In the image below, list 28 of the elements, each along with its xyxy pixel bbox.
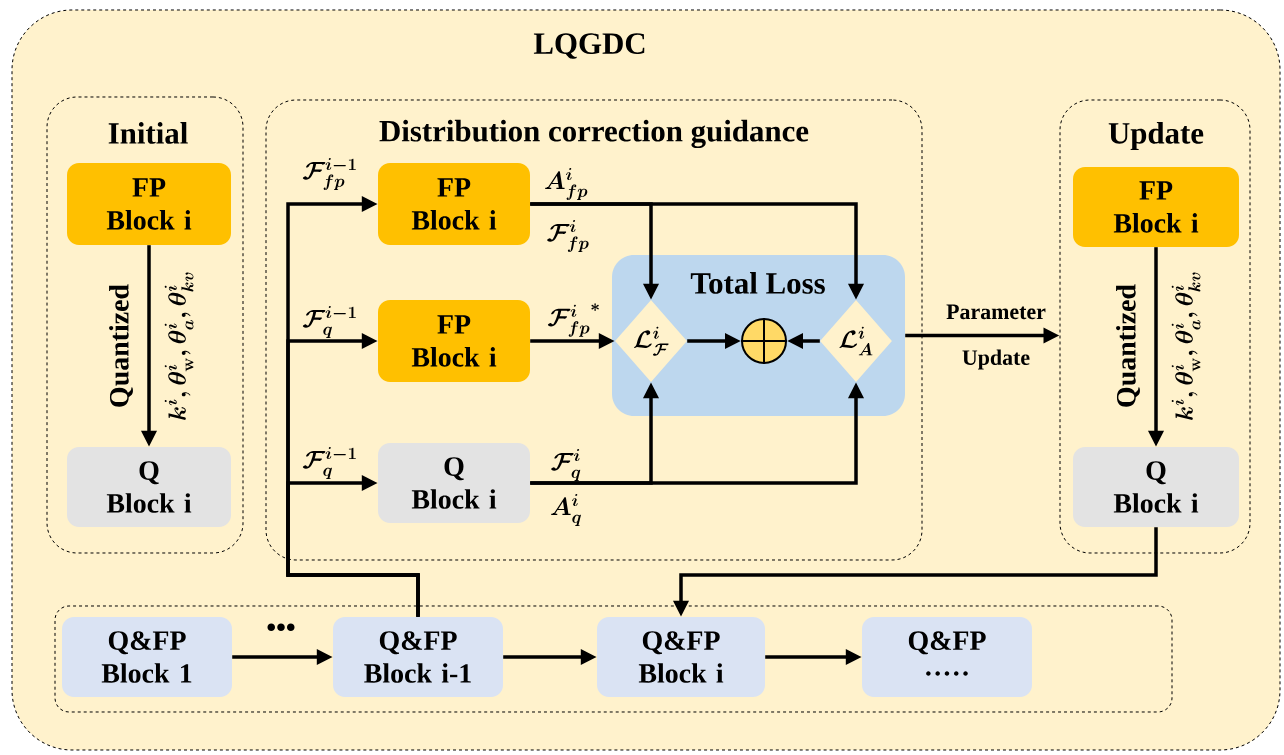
edge-label: Parameter Update [946, 304, 1046, 370]
edge-label: $A^{i}_{fp}$ [545, 168, 588, 201]
edge-label: $\mathcal{F}^{i-1}_{fp}$ [302, 158, 356, 191]
block-box: Q&FP Block i-1 [333, 617, 503, 697]
arrow [286, 474, 420, 617]
block-box: Q&FP ····· [862, 617, 1032, 697]
block-box: Q&FP Block i [597, 617, 765, 697]
edge-label: $\mathcal{F}^{i}_{q}$ [551, 449, 581, 481]
block-box: FP Block i [67, 163, 231, 245]
sum-circle [740, 317, 788, 365]
block-box: FP Block i [378, 163, 530, 245]
block-box: FP Block i [1073, 167, 1239, 247]
parameter-label: $k^{i}, \theta^{i}_{\mathbf{w}}, \theta^{i}_{a}, \theta^{i}_{kv}$ [164, 272, 194, 420]
edge-label: $\mathcal{F}^{i-1}_{q}$ [302, 447, 356, 479]
edge-label: $\mathcal{F}^{i-1}_{q}$ [302, 306, 356, 338]
block-box: Q Block i [67, 447, 231, 527]
band-box [54, 605, 1173, 713]
edge-label: Quantized [1116, 284, 1140, 407]
block-box: FP Block i [378, 300, 530, 382]
edge-label: $A^{i}_{q}$ [551, 494, 581, 526]
edge-label: Quantized [109, 284, 133, 407]
edge-label: ••• [267, 623, 295, 632]
edge-label: ${\mathcal{F}^{i}_{fp}}^{*}$ [547, 303, 599, 337]
block-box: Q Block i [378, 443, 530, 523]
block-box: Q Block i [1073, 447, 1239, 527]
block-box: Q&FP Block 1 [62, 617, 232, 697]
edge-label: $\mathcal{F}^{i}_{fp}$ [547, 220, 589, 253]
parameter-label: $k^{i}, \theta^{i}_{\mathbf{w}}, \theta^{i}_{a}, \theta^{i}_{kv}$ [1171, 272, 1201, 420]
